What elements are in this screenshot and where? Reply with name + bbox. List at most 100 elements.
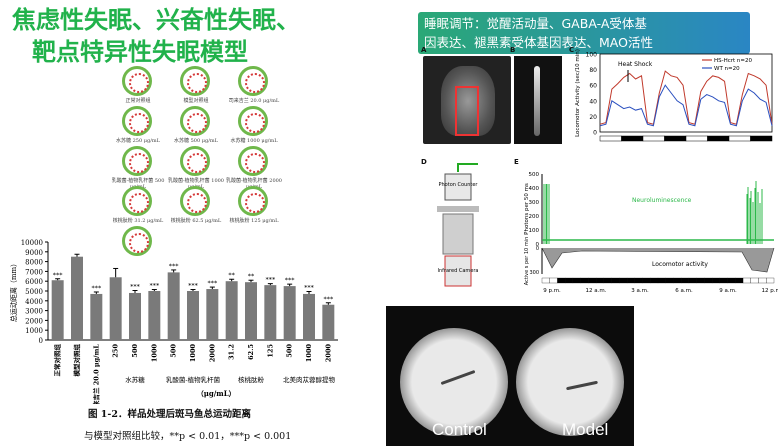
day-night-bar bbox=[603, 277, 612, 284]
y-tick-label: 500 bbox=[529, 172, 540, 178]
y-tick-label: 6000 bbox=[25, 278, 43, 286]
y-tick-label: 80 bbox=[589, 67, 597, 74]
dish-label: 水苏糖 1000 μg/mL bbox=[230, 138, 278, 144]
sub-y-tick-label: 300 bbox=[529, 270, 539, 276]
significance-label: *** bbox=[149, 282, 160, 290]
trajectory-dish bbox=[238, 66, 268, 96]
y-tick-label: 100 bbox=[586, 52, 598, 59]
y-tick-label: 10000 bbox=[21, 239, 43, 247]
category-label: 司来吉兰 20.0 μg/mL bbox=[91, 344, 100, 404]
significance-label: *** bbox=[169, 262, 180, 270]
y-tick-label: 60 bbox=[589, 83, 597, 90]
y-tick-label: 4000 bbox=[25, 298, 43, 306]
trajectory-dish bbox=[180, 106, 210, 136]
group-label: 核桃肽粉 bbox=[238, 375, 265, 384]
category-label: 500 bbox=[170, 344, 178, 358]
y-tick-label: 20 bbox=[589, 114, 597, 121]
significance-label: *** bbox=[188, 282, 199, 290]
photon-counter-box bbox=[444, 173, 472, 201]
title-line-2: 靶点特异性失眠模型 bbox=[32, 38, 248, 66]
trajectory-dish bbox=[122, 146, 152, 176]
y-tick-label: 40 bbox=[589, 98, 597, 105]
category-label: 250 bbox=[112, 344, 120, 358]
day-night-bar bbox=[611, 277, 620, 284]
banner-line-1: 睡眠调节：觉醒活动量、GABA-A受体基 bbox=[424, 16, 647, 31]
lens-assembly bbox=[442, 213, 474, 255]
y-tick-label: 9000 bbox=[25, 249, 43, 257]
dish-label: 正常对照组 bbox=[125, 98, 151, 104]
zebrafish-video-frame[interactable]: Control Model bbox=[386, 306, 634, 446]
model-dish bbox=[516, 328, 624, 436]
zebrafish-brain-image bbox=[423, 56, 511, 144]
category-label: 2000 bbox=[324, 344, 332, 363]
day-night-bar bbox=[642, 135, 665, 142]
day-night-bar bbox=[549, 277, 558, 284]
series-line bbox=[599, 70, 773, 125]
sub-y-tick-label: 0 bbox=[536, 246, 539, 252]
locomotion-bar-chart: 0100020003000400050006000700080009000100… bbox=[9, 239, 338, 404]
category-label: 2000 bbox=[208, 344, 216, 363]
trajectory-dish bbox=[180, 146, 210, 176]
x-tick-label: 12 p.m. bbox=[761, 288, 778, 294]
day-night-bar bbox=[642, 277, 651, 284]
y-tick-label: 100 bbox=[529, 228, 540, 234]
day-night-bar bbox=[657, 277, 666, 284]
photon-counter-label: Photon Counter bbox=[438, 182, 478, 188]
category-label: 31.2 bbox=[228, 344, 236, 360]
control-label: Control bbox=[432, 420, 487, 439]
day-night-bar bbox=[681, 277, 690, 284]
x-tick-label: 9 a.m. bbox=[719, 288, 737, 294]
trajectory-dish bbox=[180, 186, 210, 216]
day-night-bar bbox=[719, 277, 728, 284]
y-tick-label: 8000 bbox=[25, 259, 43, 267]
trajectory-dish bbox=[122, 66, 152, 96]
day-night-bar bbox=[750, 277, 759, 284]
bar bbox=[283, 286, 296, 340]
day-night-bar bbox=[673, 277, 682, 284]
x-tick-label: 6 a.m. bbox=[675, 288, 693, 294]
dish-label: 核桃肽粉 125 μg/mL bbox=[229, 218, 279, 224]
day-night-bar bbox=[572, 277, 581, 284]
day-night-bar bbox=[735, 277, 744, 284]
bar bbox=[51, 280, 64, 340]
category-label: 正常对照组 bbox=[53, 344, 62, 377]
bar bbox=[245, 282, 257, 340]
control-dish bbox=[400, 328, 508, 436]
category-label: 125 bbox=[266, 344, 274, 358]
dish-label: 核桃肽粉 62.5 μg/mL bbox=[170, 218, 222, 224]
bar bbox=[206, 289, 219, 340]
photon-counter-apparatus: Photon Counter Infrared Camera bbox=[437, 163, 479, 287]
day-night-bar bbox=[728, 135, 751, 142]
significance-label: *** bbox=[304, 283, 315, 291]
y-axis-title: 总运动距离（mm） bbox=[9, 260, 18, 322]
stage-plate bbox=[437, 206, 479, 212]
x-tick-label: 9 p.m. bbox=[543, 288, 561, 294]
roi-box bbox=[455, 86, 479, 136]
y-tick-label: 0 bbox=[536, 242, 540, 248]
figure-caption-significance: 与模型对照组比较，**p < 0.01，***p < 0.001 bbox=[84, 431, 292, 442]
y-axis-title: Locomotor Activity (sec/10 min) bbox=[575, 49, 581, 137]
bar bbox=[225, 281, 238, 340]
brain-shape bbox=[441, 66, 495, 136]
y-tick-label: 2000 bbox=[25, 317, 43, 325]
significance-label: *** bbox=[91, 284, 102, 292]
significance-label: *** bbox=[285, 276, 296, 284]
day-night-bar bbox=[619, 277, 628, 284]
panel-label-a: A bbox=[421, 46, 427, 54]
day-night-bar bbox=[665, 277, 674, 284]
bar bbox=[303, 293, 315, 340]
day-night-bar bbox=[565, 277, 574, 284]
banner-line-2: 因表达、褪黑素受体基因表达、MAO活性 bbox=[424, 35, 653, 50]
category-label: 模型对照组 bbox=[72, 344, 81, 377]
model-fish bbox=[566, 380, 598, 391]
model-label: Model bbox=[562, 420, 609, 439]
y-tick-label: 1000 bbox=[25, 327, 43, 335]
significance-label: ** bbox=[248, 272, 255, 280]
trajectory-dish bbox=[122, 186, 152, 216]
day-night-bar bbox=[634, 277, 643, 284]
day-night-bar bbox=[541, 277, 550, 284]
group-label: 水苏糖 bbox=[125, 375, 145, 384]
y-tick-label: 7000 bbox=[25, 268, 43, 276]
significance-label: *** bbox=[53, 271, 64, 279]
